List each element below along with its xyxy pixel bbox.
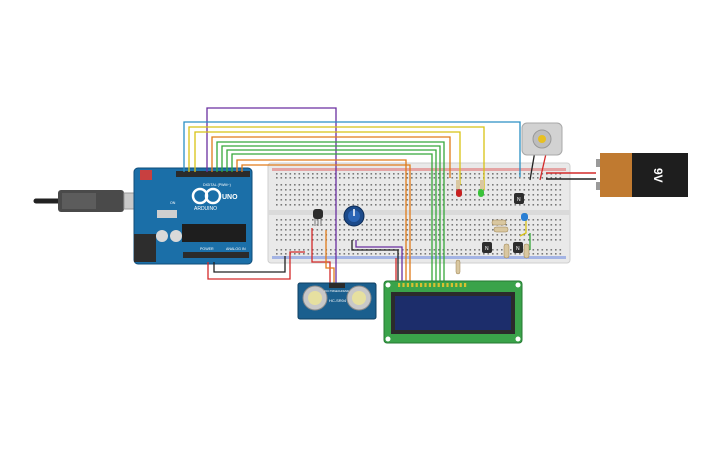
wire-orange-2 (236, 159, 407, 283)
transistor-1-label: N (517, 197, 521, 203)
arduino-digital-label: DIGITAL (PWM~) (203, 183, 231, 187)
wire-green-4 (231, 153, 433, 283)
ultrasonic-model: HC-SR04 (329, 298, 347, 303)
wire-black-gnd (213, 256, 286, 273)
resistors[interactable] (455, 219, 530, 275)
wire-blue-1 (183, 121, 521, 177)
wire-red-sensor (311, 228, 331, 286)
arduino-uno-board[interactable]: ARDUINO UNO DIGITAL (PWM~) POWER ANALOG … (33, 167, 253, 265)
led-red[interactable] (456, 180, 462, 197)
wire-purple-1 (206, 107, 337, 300)
wire-orange-3 (241, 164, 411, 283)
usb-cable (33, 190, 149, 212)
breadboard-holes (276, 173, 562, 255)
ultrasonic-sensor[interactable]: HC-SR04 VCC TRIG ECHO GND (297, 282, 377, 320)
wire-green-1 (216, 141, 445, 283)
ultrasonic-pin-vcc: VCC (324, 289, 330, 293)
transistor-3[interactable]: N (513, 242, 523, 253)
dc-motor[interactable] (521, 122, 563, 156)
led-green[interactable] (478, 180, 484, 197)
ultrasonic-pin-echo: ECHO (336, 289, 344, 293)
wire-yellow-1 (188, 126, 485, 190)
ultrasonic-pin-trig: TRIG (330, 289, 336, 293)
transistor-2-label: N (485, 246, 489, 252)
arduino-model: UNO (222, 194, 238, 201)
battery-9v[interactable]: 9V (596, 153, 688, 197)
arduino-analog-label: ANALOG IN (226, 247, 246, 251)
arduino-brand: ARDUINO (194, 206, 217, 212)
arduino-power-label: POWER (200, 247, 214, 251)
wire-green-2 (221, 145, 441, 283)
transistor-1[interactable]: N (514, 193, 524, 204)
lcd-header-pins (398, 283, 467, 287)
lcd-display[interactable] (383, 280, 523, 344)
wire-harness[interactable] (183, 107, 596, 300)
ultrasonic-pin-gnd: GND (343, 289, 349, 293)
transistor-3-label: N (516, 246, 520, 252)
wire-black-pot (351, 240, 399, 283)
wire-red-power (207, 251, 305, 280)
wire-purple-pot (355, 240, 403, 283)
temperature-sensor[interactable] (313, 209, 323, 226)
arduino-on-label: ON (170, 201, 176, 205)
wire-green-3 (226, 149, 437, 283)
wire-orange-1 (211, 136, 451, 178)
transistor-2[interactable]: N (482, 242, 492, 253)
led-blue[interactable] (521, 213, 528, 221)
battery-label: 9V (651, 168, 665, 183)
wire-orange-sensor (325, 230, 335, 286)
breadboard[interactable] (267, 162, 571, 264)
wire-yellow-2 (194, 131, 461, 185)
potentiometer[interactable] (343, 205, 365, 227)
